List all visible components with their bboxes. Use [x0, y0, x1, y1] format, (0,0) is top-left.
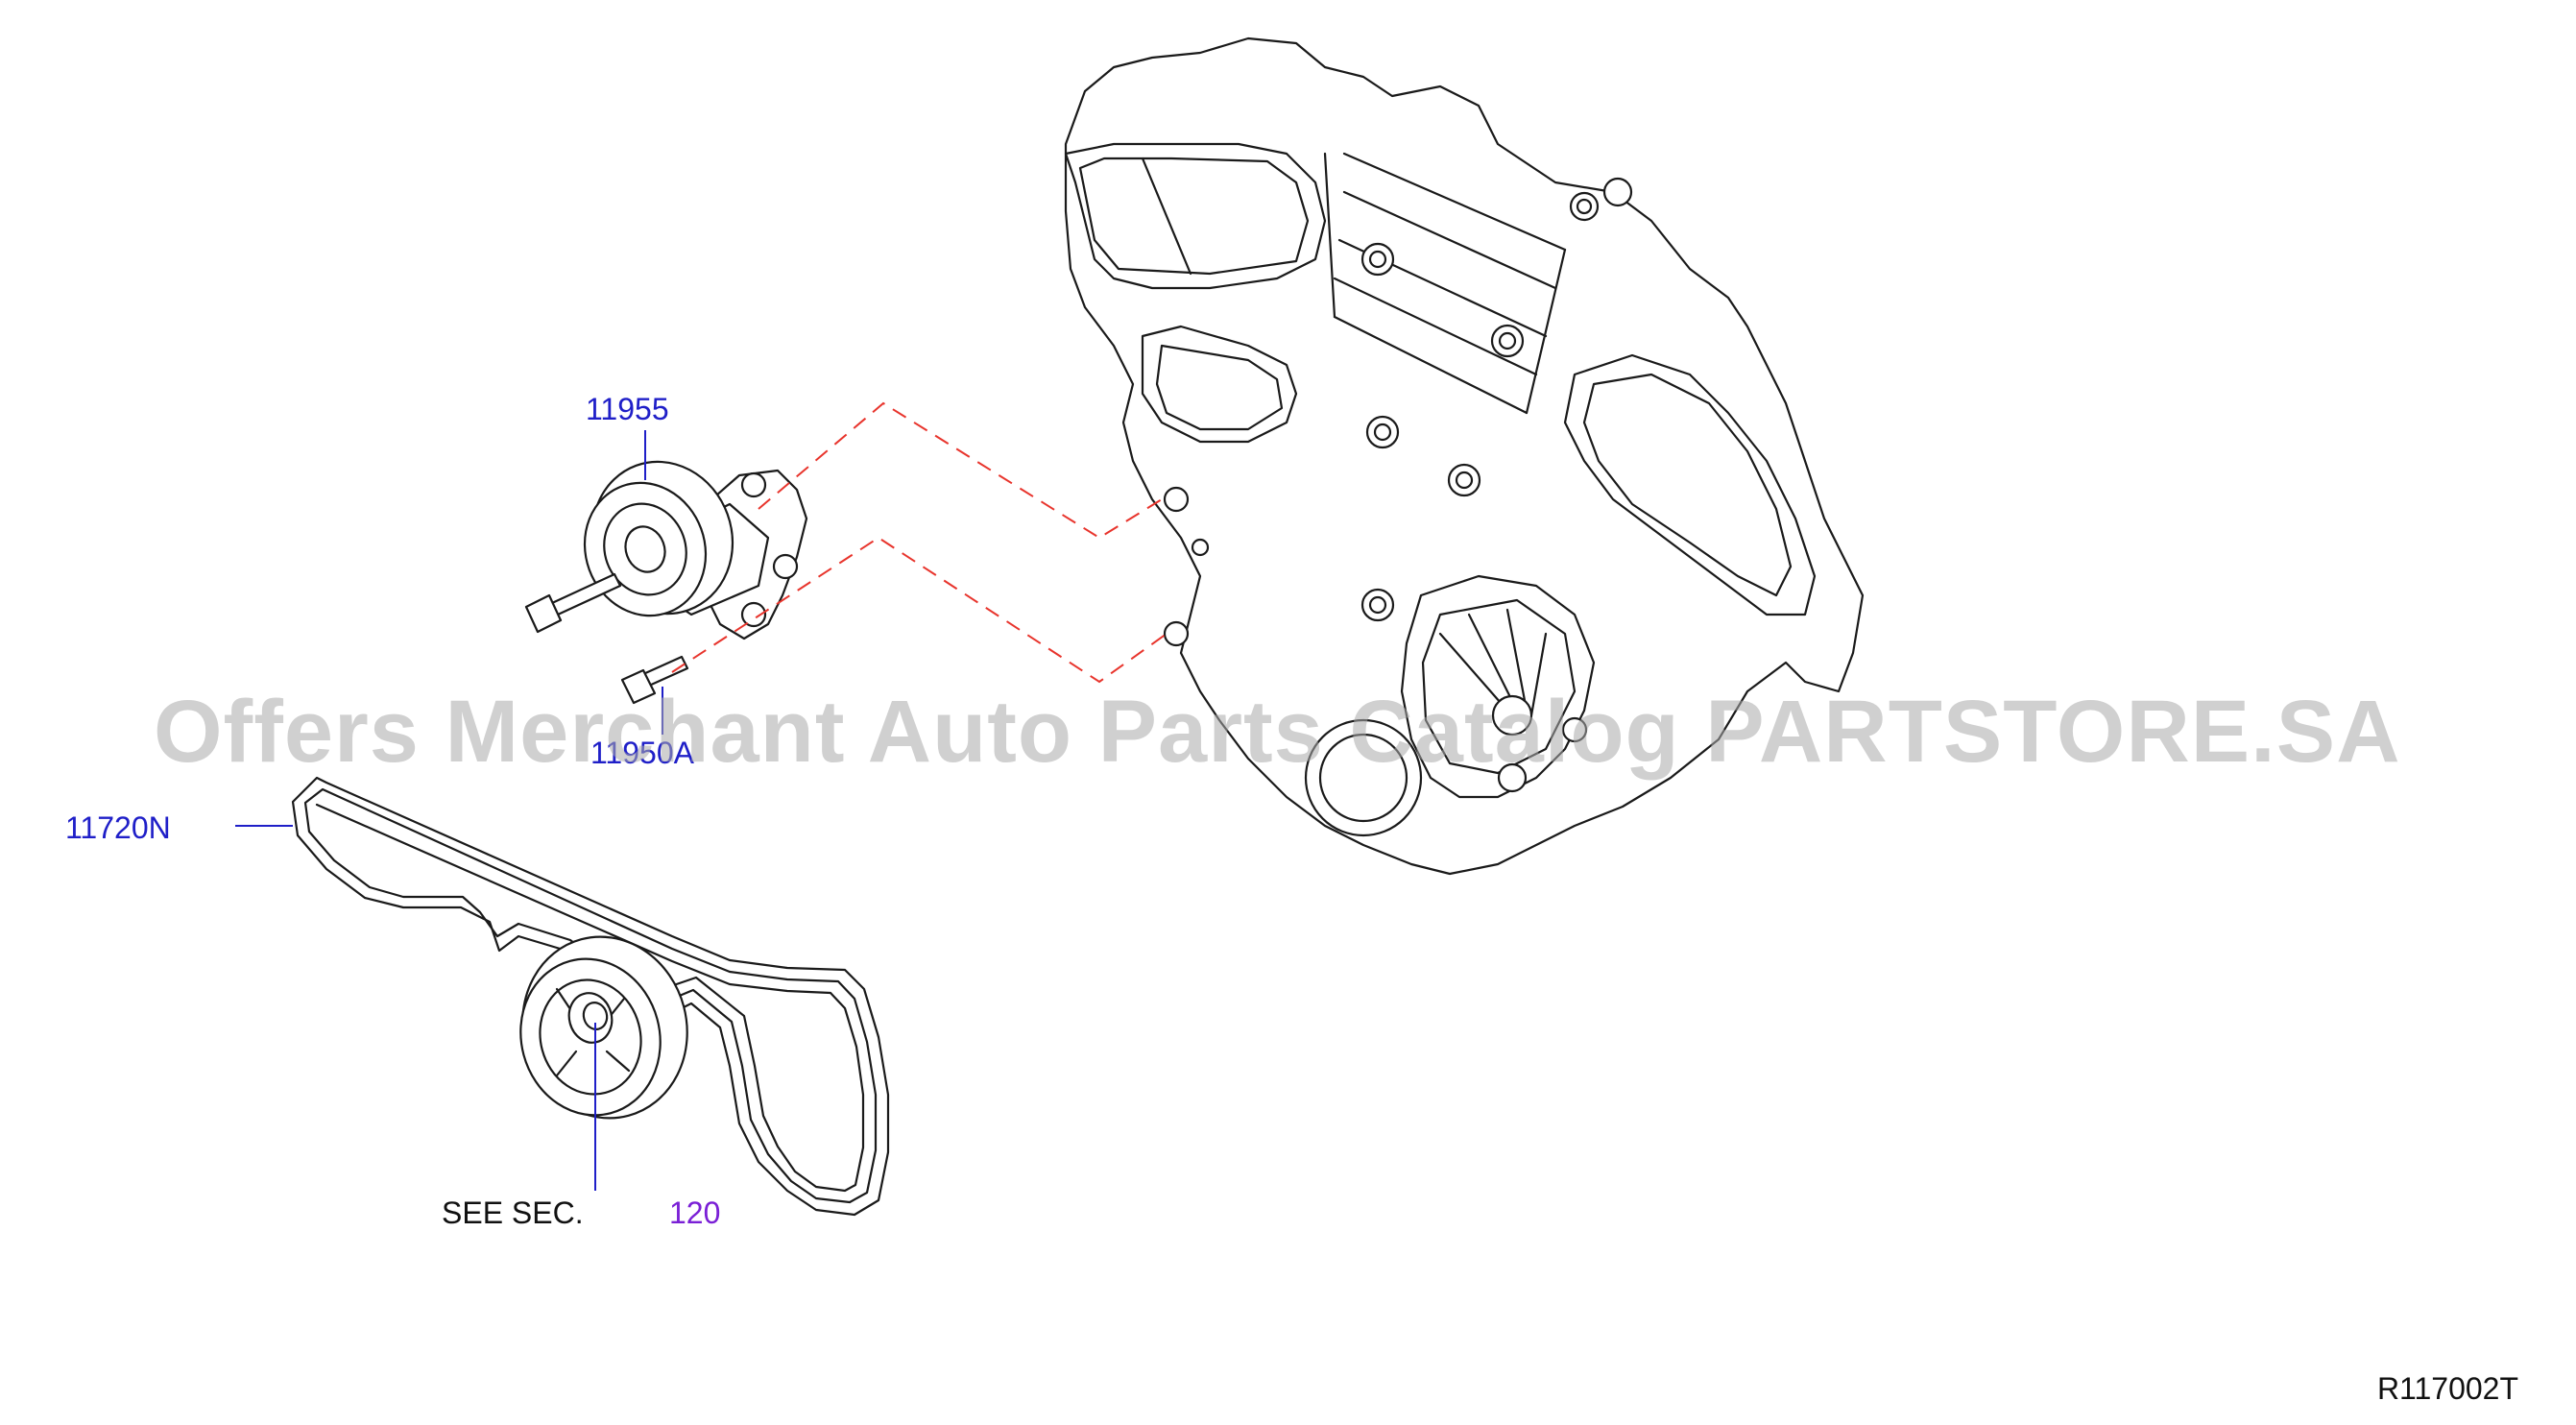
callout-11720n: 11720N	[65, 810, 171, 845]
section-number-link[interactable]: 120	[669, 1196, 721, 1230]
watermark-text: Offers Merchant Auto Parts Catalog PARTS…	[154, 683, 2401, 781]
callout-11950a: 11950A	[590, 736, 694, 770]
drawing-code: R117002T	[2376, 1371, 2518, 1406]
tensioner-pulley-assembly	[524, 460, 808, 640]
crankshaft-pulley	[519, 935, 688, 1120]
callout-11955: 11955	[586, 392, 669, 426]
callout-leaders	[235, 401, 1168, 1191]
tensioner-bolt	[620, 655, 689, 705]
drive-belt	[291, 776, 890, 1217]
see-section-text: SEE SEC.	[442, 1196, 584, 1230]
engine-front-cover	[1064, 36, 1865, 876]
